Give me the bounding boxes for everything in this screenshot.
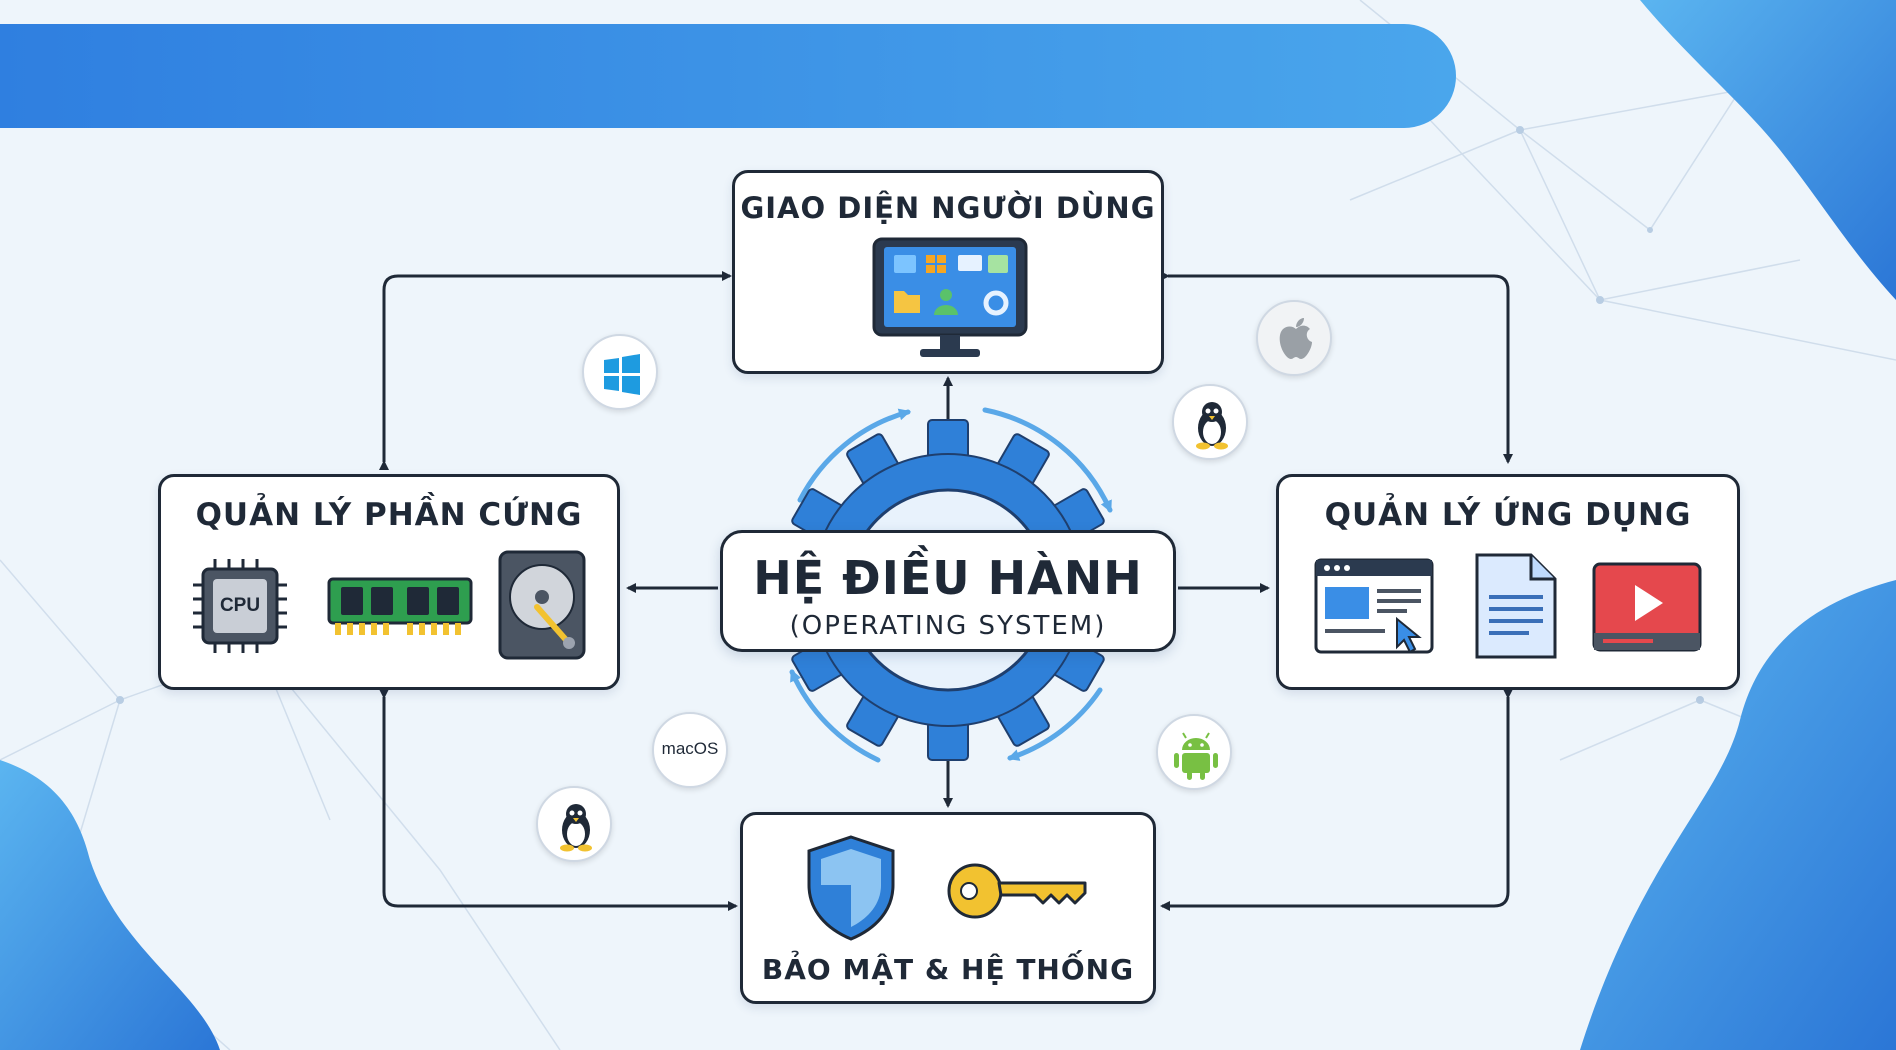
key-icon [947, 863, 1087, 919]
node-security-title: BẢO MẬT & HỆ THỐNG [761, 953, 1135, 986]
center-subtitle: (OPERATING SYSTEM) [789, 611, 1107, 641]
hard-drive-icon [498, 550, 586, 660]
node-hardware: QUẢN LÝ PHẦN CỨNG CPU [158, 474, 620, 690]
center-title: HỆ ĐIỀU HÀNH [753, 551, 1143, 605]
video-player-icon [1592, 562, 1702, 652]
linux-logo-icon [560, 804, 592, 852]
cpu-icon: CPU [191, 557, 289, 655]
node-applications-title: QUẢN LÝ ỨNG DỤNG [1324, 497, 1692, 533]
central-os-box: HỆ ĐIỀU HÀNH (OPERATING SYSTEM) [720, 530, 1176, 652]
macos-badge: macOS [652, 712, 728, 788]
linux-badge-bottom [536, 786, 612, 862]
node-security: BẢO MẬT & HỆ THỐNG [740, 812, 1156, 1004]
node-applications: QUẢN LÝ ỨNG DỤNG [1276, 474, 1740, 690]
macos-label: macOS [661, 739, 719, 758]
browser-window-icon [1314, 558, 1434, 654]
android-badge [1156, 714, 1232, 790]
apple-logo-icon [1279, 318, 1312, 359]
ram-icon [327, 577, 473, 635]
node-user-interface-title: GIAO DIỆN NGƯỜI DÙNG [740, 191, 1156, 225]
android-logo-icon [1174, 732, 1218, 780]
windows-logo-icon [604, 354, 640, 395]
document-icon [1475, 553, 1557, 659]
linux-badge-top [1172, 384, 1248, 460]
apple-badge [1256, 300, 1332, 376]
shield-icon [807, 835, 895, 941]
cpu-label: CPU [219, 595, 261, 616]
node-hardware-title: QUẢN LÝ PHẦN CỨNG [195, 497, 583, 533]
node-user-interface: GIAO DIỆN NGƯỜI DÙNG [732, 170, 1164, 374]
monitor-icon [872, 237, 1028, 357]
linux-logo-icon [1196, 402, 1228, 450]
windows-badge [582, 334, 658, 410]
